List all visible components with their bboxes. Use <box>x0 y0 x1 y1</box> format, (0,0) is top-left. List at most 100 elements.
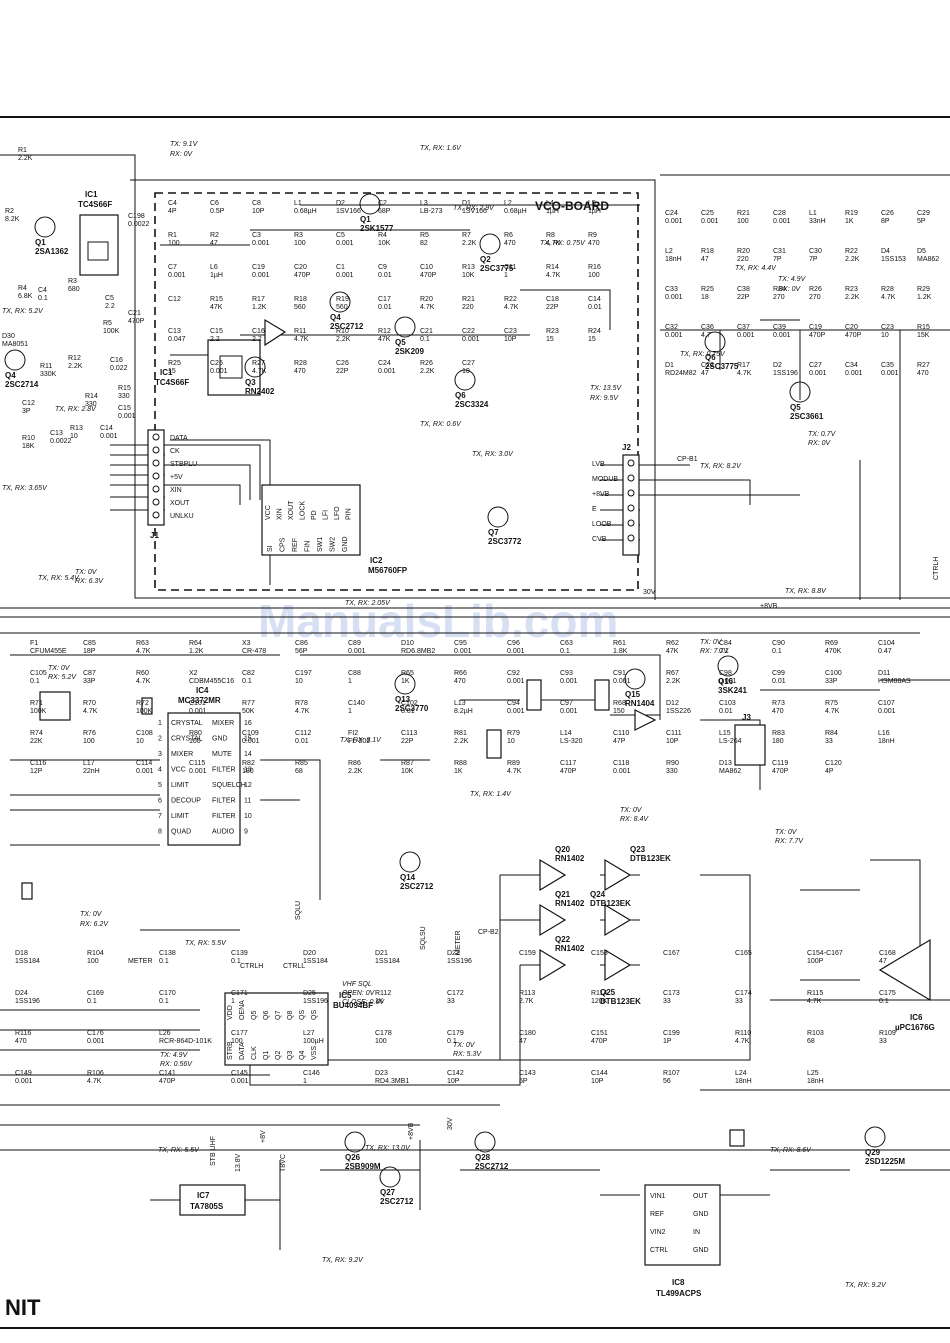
transistor-part: 2SA1362 <box>35 247 69 256</box>
component-label: L5 <box>588 200 596 207</box>
component-label: R104 <box>87 950 104 957</box>
component-label: C22 <box>462 328 475 335</box>
j2-pin-label: MODUB <box>592 476 618 483</box>
component-label: C95 <box>454 640 467 647</box>
ic4-pin-label: VCC <box>171 767 186 774</box>
ic5-pin-label: CLK <box>251 1046 258 1060</box>
transistor-ref: Q15 <box>625 690 641 699</box>
component-label: R15 <box>118 385 131 392</box>
component-label: CFUM455E <box>30 648 67 655</box>
transistor-ref: Q27 <box>380 1188 396 1197</box>
component-label: 15 <box>546 336 554 343</box>
component-label: 100K <box>103 328 120 335</box>
component-label: 330 <box>666 768 678 775</box>
component-label: C8 <box>252 200 261 207</box>
component-label: R12 <box>378 328 391 335</box>
component-label: C115 <box>189 760 205 767</box>
component-label: R69 <box>825 640 838 647</box>
component-label: R12 <box>68 355 81 362</box>
component-label: 470P <box>591 1038 608 1045</box>
transistor-ref: Q20 <box>555 845 571 854</box>
component-label: 33 <box>735 998 743 1005</box>
component-label: 0.001 <box>560 708 578 715</box>
transistor-ref: Q3 <box>245 378 256 387</box>
component-label: 100 <box>375 1038 387 1045</box>
transistor-ref: Q1 <box>360 215 371 224</box>
component-label: 0.001 <box>773 218 791 225</box>
component-label: C16 <box>252 328 265 335</box>
voltage-note: TX: 0.7V <box>808 431 837 438</box>
voltage-note: TX: 13.5V <box>590 385 622 392</box>
transistor-part: RN1404 <box>625 699 655 708</box>
component-label: 0.001 <box>189 768 207 775</box>
component-label: 0.001 <box>613 768 631 775</box>
component-label: C19 <box>809 324 822 331</box>
j1-pin-label: XIN <box>170 487 182 494</box>
component-label: 10P <box>591 1078 604 1085</box>
component-label: R5 <box>103 320 112 327</box>
component-label: R8 <box>546 232 555 239</box>
component-label: 56 <box>663 1078 671 1085</box>
component-label: 1P <box>663 1038 672 1045</box>
vco-board-title: VCO-BOARD <box>535 199 609 213</box>
j2-pin-label: LVB <box>592 461 605 468</box>
component-label: 180 <box>242 768 254 775</box>
transistor-ref: Q23 <box>630 845 646 854</box>
component-label: C151 <box>591 1030 608 1037</box>
component-label: R67 <box>666 670 679 677</box>
component-label: R19 <box>336 296 349 303</box>
net-label: SQLSU <box>420 926 427 950</box>
net-label: 30V <box>643 589 656 596</box>
voltage-note: RX: 6.2V <box>80 921 109 928</box>
component-label: 0.1 <box>38 295 48 302</box>
component-label: C5 <box>336 232 345 239</box>
component-label: R18 <box>294 296 307 303</box>
component-label: D1 <box>462 200 471 207</box>
component-label: 1µH <box>210 272 223 279</box>
component-label: R6 <box>504 232 513 239</box>
ic5-pin-label: QS <box>299 1010 306 1020</box>
component-label: C17 <box>378 296 391 303</box>
ic5-pin-label: Q7 <box>275 1011 282 1020</box>
component-label: 0.001 <box>613 678 631 685</box>
component-label: C2 <box>378 200 387 207</box>
component-label: D24 <box>15 990 28 997</box>
component-label: 3P <box>22 408 31 415</box>
component-label: R61 <box>613 640 626 647</box>
j1-pin <box>152 446 160 454</box>
component-label: 120K <box>591 998 608 1005</box>
voltage-note: CLOSE: 0.6V <box>342 999 385 1006</box>
transistor-symbol <box>717 655 739 677</box>
ic2-pin-label: REF <box>292 538 299 552</box>
component-label: R11 <box>40 363 52 370</box>
component-label: 4P <box>168 208 177 215</box>
component-label: C31 <box>773 248 786 255</box>
voltage-note: TX: 0V <box>48 665 71 672</box>
voltage-note: RX: 0V <box>808 440 832 447</box>
transistor-ref: Q16 <box>718 677 734 686</box>
component-label: 100K <box>136 708 153 715</box>
transistor-ref: Q5 <box>395 338 406 347</box>
component-label: 10 <box>462 368 470 375</box>
component-label: 0.001 <box>348 648 366 655</box>
component-label: 470P <box>809 332 826 339</box>
voltage-note: TX, RX: 5.2V <box>2 308 44 315</box>
transistor-symbol <box>474 1131 496 1153</box>
voltage-note: TX, RX: 13.0V <box>365 1145 411 1152</box>
transistor-ref: Q29 <box>865 1148 881 1157</box>
voltage-note: TX: 4.9V <box>778 276 807 283</box>
j1-pin-label: CK <box>170 448 180 455</box>
ic4-pin-label: FILTER <box>212 767 236 774</box>
ic4-pin-number: 14 <box>244 751 252 758</box>
component-label: R65 <box>401 670 414 677</box>
component-label: 4P <box>825 768 834 775</box>
component-label: R76 <box>83 730 96 737</box>
voltage-note: TX, RX: 0.75V <box>680 351 726 358</box>
component-label: C110 <box>613 730 629 737</box>
component-label: 4.7K <box>295 708 310 715</box>
voltage-note: TX, RX: 0.75V <box>540 240 586 247</box>
component-label: D11 <box>878 670 890 677</box>
voltage-note: RX: 5.3V <box>453 1051 482 1058</box>
component-label: C33 <box>665 286 678 293</box>
